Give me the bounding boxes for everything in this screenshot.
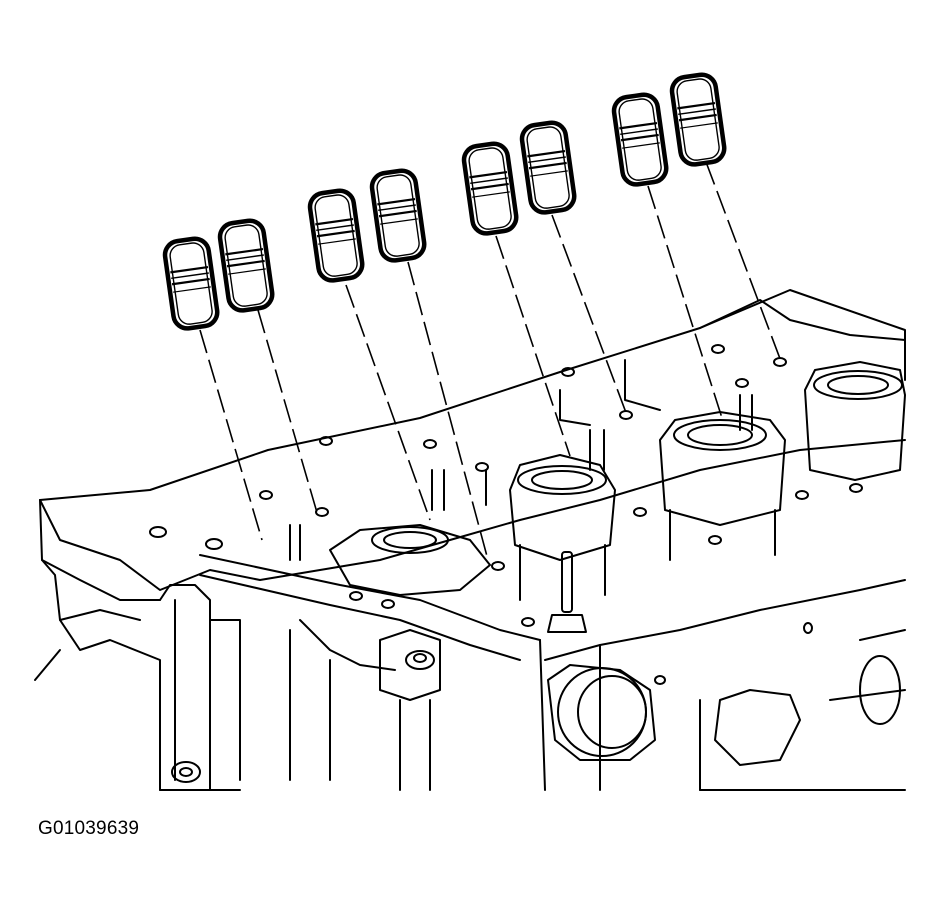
lifter-7 (612, 93, 668, 186)
lifter-4 (370, 169, 426, 262)
installation-guide-lines (199, 161, 783, 561)
lifter-3 (308, 189, 364, 282)
figure-id-label: G01039639 (38, 818, 140, 839)
lifter-1 (163, 237, 219, 330)
valve-lifters (163, 73, 726, 330)
cylinder-head-body (34, 289, 906, 791)
lifter-2 (218, 219, 274, 312)
lifter-8 (670, 73, 726, 166)
lifter-5 (462, 142, 518, 235)
lifter-6 (520, 121, 576, 214)
